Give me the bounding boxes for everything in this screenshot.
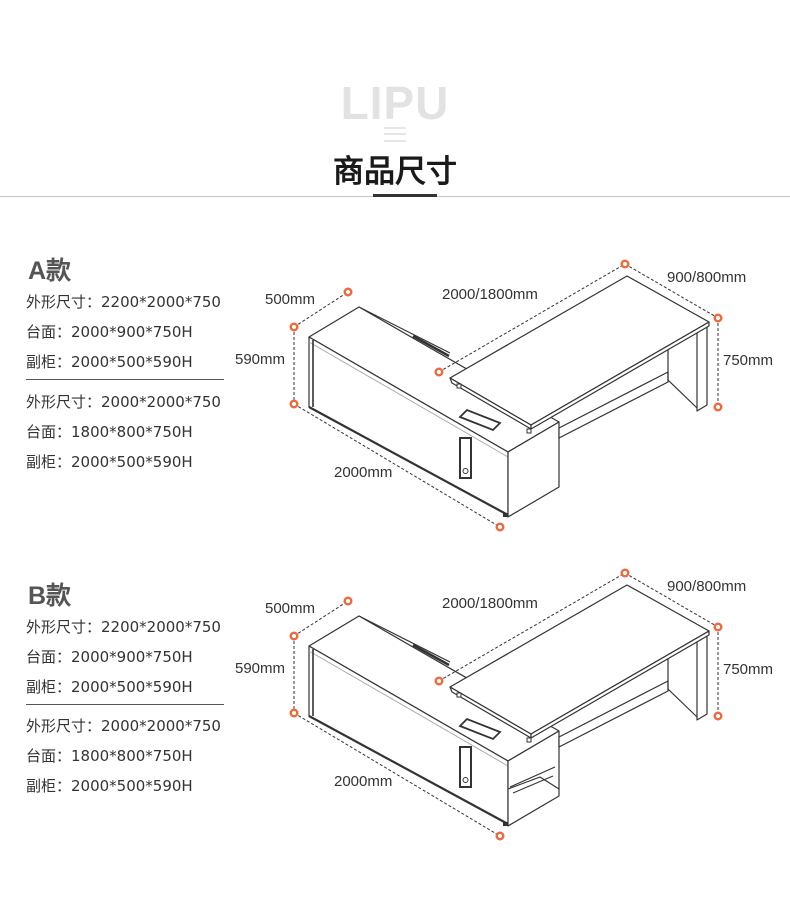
cabinet-end bbox=[507, 421, 560, 518]
dim-line-cabinet-depth bbox=[293, 600, 349, 637]
cabinet-back-edge bbox=[358, 306, 451, 354]
dimension-marker-icon bbox=[434, 367, 444, 377]
lock-icon bbox=[462, 777, 469, 783]
desktop-edge-right bbox=[530, 321, 710, 430]
spec-divider bbox=[26, 379, 224, 380]
cable-grommet bbox=[458, 408, 502, 432]
lock-icon bbox=[462, 468, 469, 474]
leg-inner bbox=[667, 659, 698, 718]
desk-bracket bbox=[526, 737, 532, 743]
spec-line: 副柜：2000*500*590H bbox=[26, 453, 193, 471]
cabinet-back-edge bbox=[358, 615, 451, 663]
dimension-marker-icon bbox=[713, 313, 723, 323]
dim-cabinet-depth: 500mm bbox=[265, 291, 316, 308]
dim-cabinet-length: 2000mm bbox=[334, 773, 393, 790]
dimension-marker-icon bbox=[289, 708, 299, 718]
dimension-marker-icon bbox=[289, 399, 299, 409]
cabinet-edge-band bbox=[308, 341, 509, 458]
desk-leg bbox=[696, 321, 708, 412]
dimension-marker-icon bbox=[343, 287, 353, 297]
dim-line-desk-depth bbox=[624, 263, 719, 319]
section-title: A款 bbox=[28, 257, 72, 285]
dimension-marker-icon bbox=[343, 596, 353, 606]
spec-divider bbox=[26, 704, 224, 705]
dimension-marker-icon bbox=[495, 831, 505, 841]
dim-desk-length: 2000/1800mm bbox=[442, 595, 538, 612]
title-underline bbox=[373, 194, 437, 197]
dimension-marker-icon bbox=[434, 676, 444, 686]
open-shelf-top bbox=[507, 776, 560, 790]
dim-cabinet-depth: 500mm bbox=[265, 600, 316, 617]
cabinet-end bbox=[507, 730, 560, 827]
dim-desk-depth: 900/800mm bbox=[667, 269, 747, 286]
spec-line: 台面：2000*900*750H bbox=[26, 648, 193, 666]
section-title: B款 bbox=[28, 582, 72, 610]
dim-cabinet-height: 590mm bbox=[235, 351, 286, 368]
dim-desk-height: 750mm bbox=[723, 352, 774, 369]
spec-line: 外形尺寸：2200*2000*750 bbox=[26, 618, 221, 636]
modesty-panel bbox=[558, 371, 669, 439]
spec-line: 外形尺寸：2000*2000*750 bbox=[26, 393, 221, 411]
cabinet-back-shadow bbox=[412, 334, 450, 358]
desk-bracket bbox=[456, 692, 462, 698]
dimension-marker-icon bbox=[713, 622, 723, 632]
open-shelf-edge bbox=[509, 766, 556, 788]
spec-line: 副柜：2000*500*590H bbox=[26, 353, 193, 371]
dim-line-desk-depth bbox=[624, 572, 719, 628]
dimension-marker-icon bbox=[495, 522, 505, 532]
dim-desk-height: 750mm bbox=[723, 661, 774, 678]
dim-desk-depth: 900/800mm bbox=[667, 578, 747, 595]
dim-desk-length: 2000/1800mm bbox=[442, 286, 538, 303]
spec-line: 台面：2000*900*750H bbox=[26, 323, 193, 341]
desk-leg bbox=[696, 630, 708, 721]
cabinet-base bbox=[308, 715, 509, 825]
dim-line-desk-length bbox=[438, 572, 626, 682]
dim-cabinet-height: 590mm bbox=[235, 660, 286, 677]
cabinet-foot bbox=[503, 822, 508, 826]
menu-lines-icon bbox=[384, 127, 406, 142]
desk-drawing bbox=[289, 259, 723, 532]
dim-cabinet-length: 2000mm bbox=[334, 464, 393, 481]
page-title: 商品尺寸 bbox=[333, 154, 457, 190]
spec-line: 副柜：2000*500*590H bbox=[26, 678, 193, 696]
desk-drawing bbox=[289, 568, 723, 841]
dimension-marker-icon bbox=[620, 568, 630, 578]
spec-line: 副柜：2000*500*590H bbox=[26, 777, 193, 795]
drawer-lock-panel bbox=[459, 746, 472, 788]
dimension-marker-icon bbox=[289, 631, 299, 641]
cable-grommet bbox=[458, 717, 502, 741]
dimension-marker-icon bbox=[289, 322, 299, 332]
drawer-lock-panel bbox=[459, 437, 472, 479]
dim-line-desk-length bbox=[438, 263, 626, 373]
open-shelf-inner bbox=[512, 775, 554, 794]
spec-line: 台面：1800*800*750H bbox=[26, 423, 193, 441]
spec-line: 外形尺寸：2000*2000*750 bbox=[26, 717, 221, 735]
desktop-edge-right bbox=[530, 630, 710, 739]
dimension-marker-icon bbox=[620, 259, 630, 269]
desk-bracket bbox=[456, 383, 462, 389]
spec-line: 外形尺寸：2200*2000*750 bbox=[26, 293, 221, 311]
cabinet-foot bbox=[503, 513, 508, 517]
modesty-panel bbox=[558, 680, 669, 748]
spec-line: 台面：1800*800*750H bbox=[26, 747, 193, 765]
brand-logo: LIPU bbox=[340, 77, 450, 129]
dim-line-cabinet-depth bbox=[293, 291, 349, 328]
cabinet-back-shadow bbox=[412, 643, 450, 667]
dimension-marker-icon bbox=[713, 711, 723, 721]
dimension-marker-icon bbox=[713, 402, 723, 412]
cabinet-base bbox=[308, 406, 509, 516]
leg-inner bbox=[667, 350, 698, 409]
desk-bracket bbox=[526, 428, 532, 434]
cabinet-edge-band bbox=[308, 650, 509, 767]
